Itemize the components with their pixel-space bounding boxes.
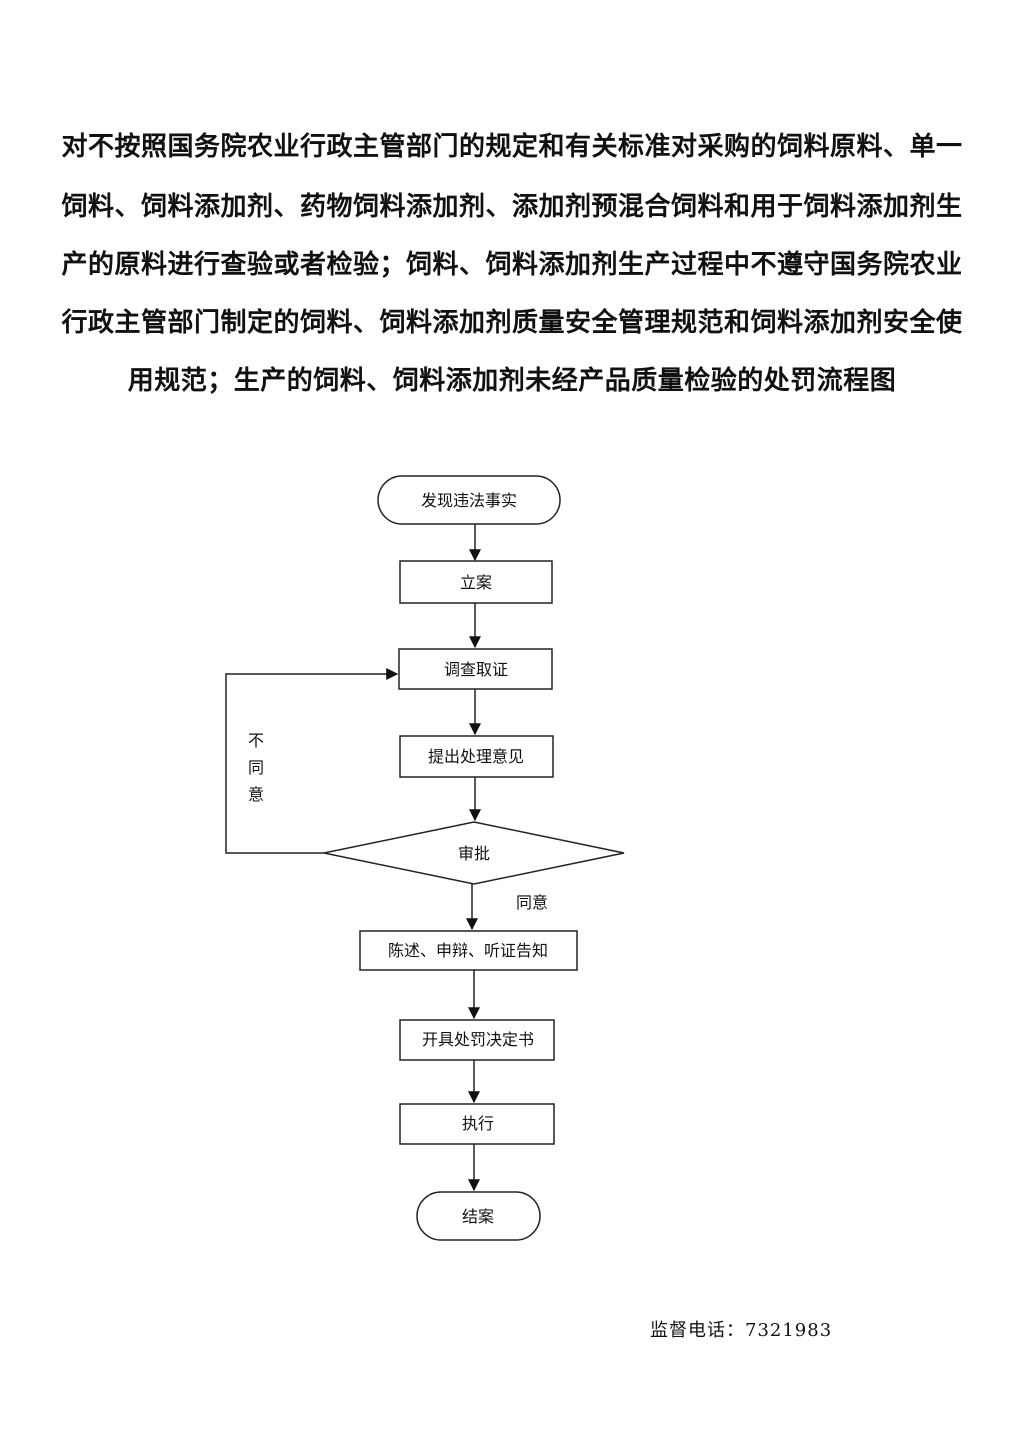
approve-decision-label: 审批 [458, 844, 490, 863]
title-line-4: 行政主管部门制定的饲料、饲料添加剂质量安全管理规范和饲料添加剂安全使 [61, 308, 963, 338]
approve-decision: 审批 [323, 821, 625, 885]
decision-node-label: 开具处罚决定书 [422, 1030, 534, 1049]
end-node-label: 结案 [462, 1207, 494, 1226]
disagree-label-char-2: 同 [248, 758, 264, 777]
register-node-label: 立案 [460, 573, 492, 592]
start-node-label: 发现违法事实 [421, 491, 517, 510]
title-line-3: 产的原料进行查验或者检验；饲料、饲料添加剂生产过程中不遵守国务院农业 [61, 250, 963, 280]
notify-node-label: 陈述、申辩、听证告知 [388, 941, 548, 960]
execute-node: 执行 [399, 1103, 555, 1145]
opinion-node: 提出处理意见 [399, 735, 554, 778]
notify-node: 陈述、申辩、听证告知 [359, 930, 578, 971]
start-node: 发现违法事实 [377, 475, 561, 525]
supervision-hotline: 监督电话：7321983 [650, 1320, 833, 1341]
decision-node: 开具处罚决定书 [399, 1019, 555, 1061]
disagree-label-char-3: 意 [248, 785, 264, 804]
register-node: 立案 [399, 560, 553, 604]
title-line-2: 饲料、饲料添加剂、药物饲料添加剂、添加剂预混合饲料和用于饲料添加剂生 [61, 192, 963, 222]
execute-node-label: 执行 [462, 1114, 494, 1133]
investigate-node-label: 调查取证 [444, 660, 508, 679]
investigate-node: 调查取证 [398, 648, 553, 690]
end-node: 结案 [416, 1191, 541, 1241]
arrow-disagree-loop [225, 668, 399, 854]
title-line-1: 对不按照国务院农业行政主管部门的规定和有关标准对采购的饲料原料、单一 [61, 132, 963, 162]
disagree-label-char-1: 不 [248, 731, 264, 750]
agree-label: 同意 [516, 893, 548, 912]
opinion-node-label: 提出处理意见 [428, 747, 524, 766]
title-line-5: 用规范；生产的饲料、饲料添加剂未经产品质量检验的处罚流程图 [127, 366, 897, 396]
